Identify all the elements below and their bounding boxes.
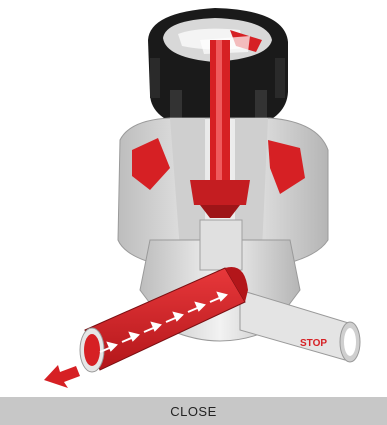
- valve-spindle: [190, 40, 250, 218]
- valve-cutaway-illustration: STOP: [44, 8, 361, 388]
- outlet-pipe: STOP: [239, 289, 361, 363]
- inlet-pipe: [79, 266, 248, 373]
- valve-state-label: CLOSE: [170, 403, 217, 419]
- status-bar: CLOSE: [0, 397, 387, 425]
- stop-label: STOP: [300, 338, 327, 349]
- flow-direction-arrows-icon: [99, 291, 228, 353]
- inlet-arrow-icon: [44, 365, 80, 388]
